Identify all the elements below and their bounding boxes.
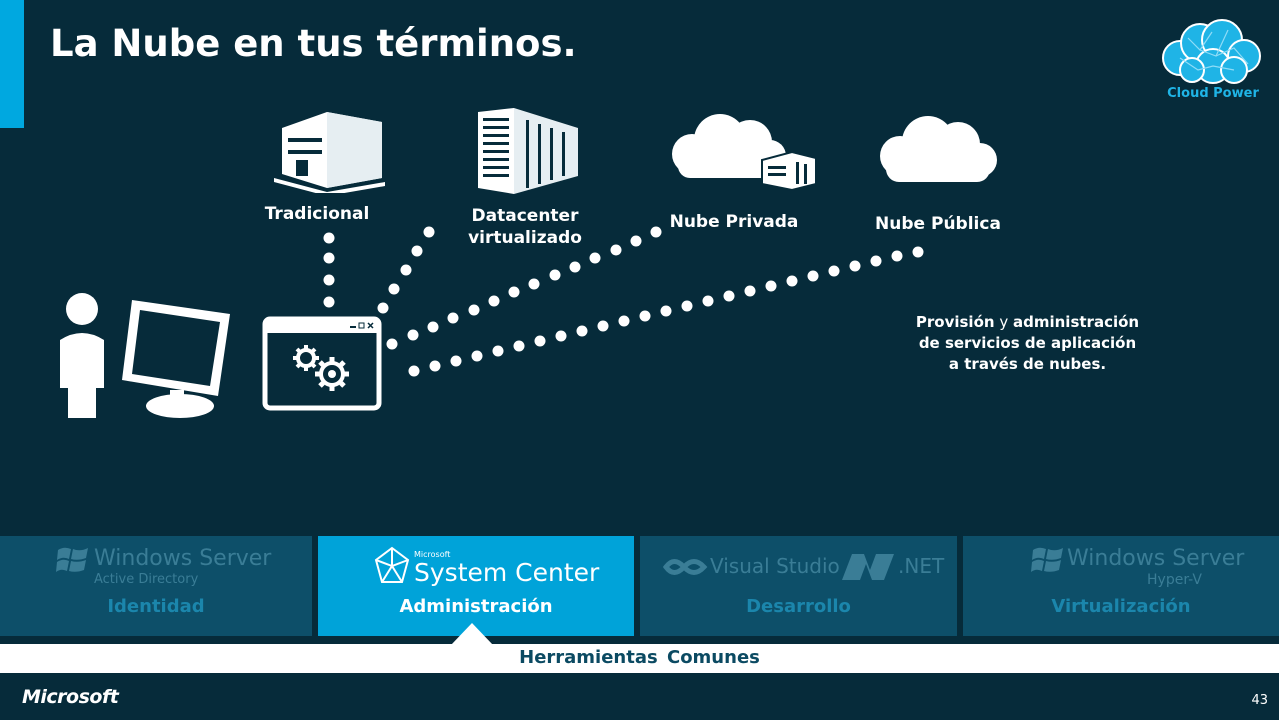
person-icon: [60, 293, 104, 418]
pillar-identity[interactable]: Windows Server Active Directory Identida…: [0, 536, 312, 636]
pillar-virtualization[interactable]: Windows Server Hyper-V Virtualización: [963, 536, 1279, 636]
description-connector: y: [994, 313, 1009, 331]
page-number: 43: [1251, 693, 1268, 708]
private-cloud-icon: [672, 114, 817, 192]
windows-server-ad-logo: Windows Server Active Directory: [0, 542, 312, 592]
label-private-cloud: Nube Privada: [669, 212, 799, 232]
development-brand-sub: .NET: [898, 554, 945, 578]
cloud-power-icon: [1162, 19, 1261, 84]
cloud-power-text: Cloud Power: [1167, 86, 1259, 101]
dots-traditional: [323, 232, 335, 308]
virtualization-brand-top: Windows Server: [1067, 546, 1245, 571]
system-center-logo: Microsoft System Center: [318, 542, 634, 592]
server-rack-icon: [478, 108, 578, 194]
dots-public-cloud: [408, 246, 924, 377]
virtualization-brand-sub: Hyper-V: [1147, 572, 1202, 588]
dots-datacenter: [377, 226, 435, 314]
microsoft-logo: Microsoft: [22, 686, 119, 708]
common-tools-band: [0, 644, 1279, 673]
public-cloud-icon: [880, 116, 997, 182]
visual-studio-icon: [662, 559, 708, 575]
label-public-cloud: Nube Pública: [875, 214, 1001, 234]
label-datacenter: Datacenter virtualizado: [455, 205, 595, 249]
gear-icon: [315, 357, 349, 391]
windows-flag-icon: [56, 547, 88, 572]
monitor-icon: [122, 300, 230, 418]
label-traditional: Tradicional: [264, 204, 370, 224]
common-tools-label: Herramientas Comunes: [519, 647, 760, 668]
accent-bar: [0, 0, 24, 128]
pillar-management-label: Administración: [399, 596, 553, 617]
management-brand-top: System Center: [414, 558, 600, 587]
slide-title: La Nube en tus términos.: [50, 22, 577, 65]
gear-icon: [293, 345, 319, 371]
description-bold-lead: Provisión: [915, 313, 995, 331]
identity-brand-sub: Active Directory: [94, 572, 199, 587]
pillar-identity-label: Identidad: [107, 596, 205, 617]
windows-server-hyperv-logo: Windows Server Hyper-V: [963, 542, 1279, 592]
identity-brand-top: Windows Server: [94, 546, 272, 571]
description-rest: administración de servicios de aplicació…: [918, 313, 1140, 373]
development-brand-top: Visual Studio: [710, 554, 840, 578]
building-icon: [274, 112, 385, 193]
pillar-management[interactable]: Microsoft System Center Administración: [318, 536, 634, 636]
active-pillar-pointer: [451, 623, 493, 645]
pillar-development-label: Desarrollo: [746, 596, 851, 617]
connector-dots: [323, 226, 924, 377]
pillar-development[interactable]: Visual Studio .NET Desarrollo: [640, 536, 957, 636]
management-brand-sub: Microsoft: [414, 550, 451, 559]
system-center-icon: [374, 546, 410, 583]
pillar-virtualization-label: Virtualización: [1051, 596, 1191, 617]
dotnet-icon: [842, 554, 894, 580]
visual-studio-net-logo: Visual Studio .NET: [640, 542, 957, 592]
cloud-power-logo: [1158, 18, 1268, 108]
windows-flag-icon: [1031, 547, 1063, 572]
label-datacenter-line2: virtualizado: [468, 228, 582, 248]
description: Provisión y administración de servicios …: [915, 312, 1140, 375]
management-window-icon: [262, 316, 382, 411]
dots-private-cloud: [386, 226, 662, 350]
label-datacenter-line1: Datacenter: [471, 206, 579, 226]
